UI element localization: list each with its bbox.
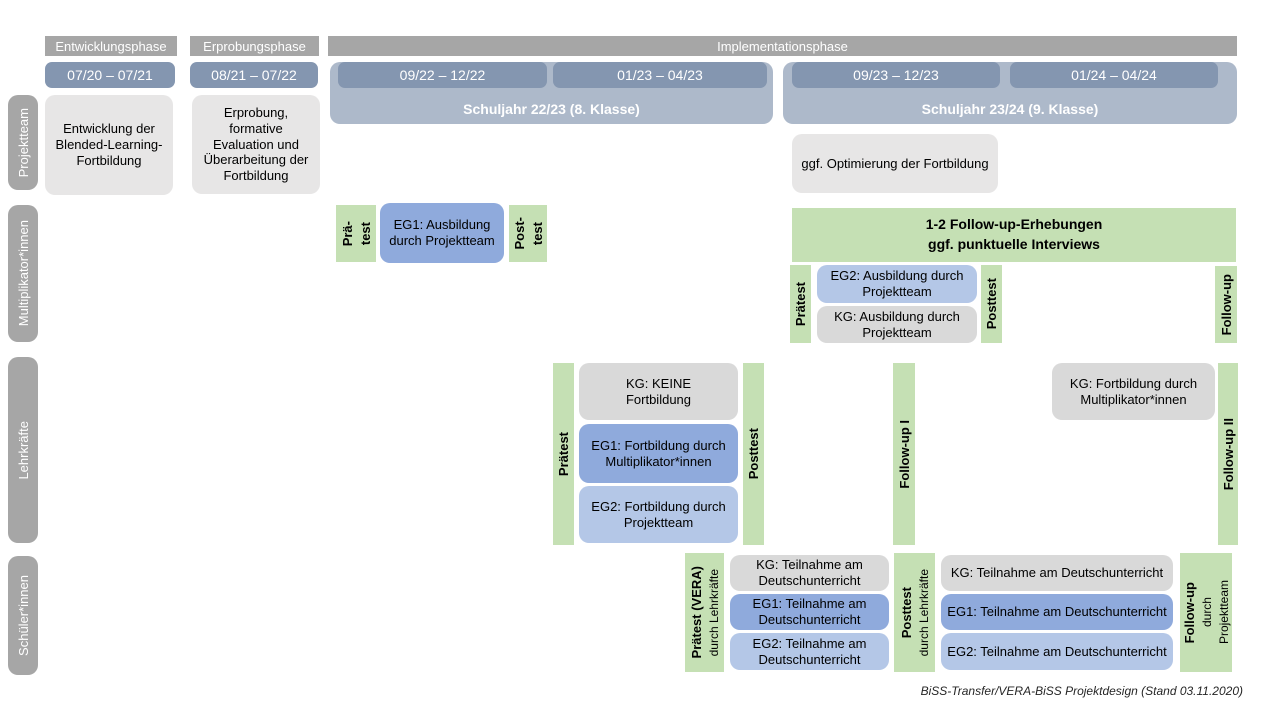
bar-text: Follow-up [1181,581,1197,644]
bar-subtext: durch Lehrkräfte [706,568,721,657]
bar-praetest-multiplikatoren-1: Prä- test [336,205,376,262]
bar-posttest-schueler: Posttest durch Lehrkräfte [894,553,935,672]
date-range-0821-0722: 08/21 – 07/22 [190,62,318,88]
phase-label: Erprobungsphase [203,38,306,54]
date-range-0922-1222: 09/22 – 12/22 [338,62,547,88]
box-kg-teilnahme-deutschunterricht-2: KG: Teilnahme am Deutschunterricht [941,555,1173,591]
bar-subtext: Projektteam [1216,580,1231,645]
box-eg1-fortbildung-multiplikatoren: EG1: Fortbildung durch Multiplikator*inn… [579,424,738,483]
bar-text: Post- [511,217,527,250]
bar-followup1-lehrkraefte: Follow-up I [893,363,915,545]
bar-followup2-lehrkraefte: Follow-up II [1218,363,1238,545]
bar-posttest-lehrkraefte: Posttest [743,363,764,545]
phase-header-entwicklung: Entwicklungsphase [45,36,177,56]
banner-line: 1-2 Follow-up-Erhebungen [925,216,1103,233]
bar-text: test [529,221,545,246]
box-erprobung-evaluation: Erprobung, formative Evaluation und Über… [192,95,320,194]
school-year-label: Schuljahr 22/23 (8. Klasse) [463,101,640,117]
bar-text: Posttest [898,586,914,639]
bar-text: Prä- [339,220,355,247]
phase-header-implementation: Implementationsphase [328,36,1237,56]
box-kg-keine-fortbildung: KG: KEINE Fortbildung [579,363,738,420]
bar-text: Posttest [984,278,999,330]
box-eg1-teilnahme-deutschunterricht-1: EG1: Teilnahme am Deutschunterricht [730,594,889,630]
row-label-text: Projektteam [15,107,31,178]
bar-followup-schueler: Follow-up durch Projektteam [1180,553,1232,672]
bar-praetest-multiplikatoren-2: Prätest [790,265,811,343]
bar-praetest-lehrkraefte: Prätest [553,363,574,545]
date-range-0124-0424: 01/24 – 04/24 [1010,62,1218,88]
box-entwicklung-fortbildung: Entwicklung der Blended-Learning-Fortbil… [45,95,173,195]
bar-posttest-multiplikatoren-2: Posttest [981,265,1002,343]
diagram-caption: BiSS-Transfer/VERA-BiSS Projektdesign (S… [920,684,1243,698]
phase-label: Entwicklungsphase [55,38,167,54]
box-eg2-fortbildung-projektteam: EG2: Fortbildung durch Projektteam [579,486,738,543]
row-label-text: Multiplikator*innen [15,220,31,327]
bar-followup-multiplikatoren: Follow-up [1215,266,1237,343]
box-kg-fortbildung-multiplikatoren: KG: Fortbildung durch Multiplikator*inne… [1052,363,1215,420]
phase-label: Implementationsphase [717,38,848,54]
box-kg-teilnahme-deutschunterricht-1: KG: Teilnahme am Deutschunterricht [730,555,889,591]
bar-text: Follow-up I [896,419,912,489]
bar-text: Posttest [746,428,761,480]
row-label-text: Lehrkräfte [15,420,31,480]
bar-posttest-multiplikatoren-1: Post- test [509,205,547,262]
school-year-label: Schuljahr 23/24 (9. Klasse) [921,101,1099,117]
bar-text: test [357,221,373,246]
row-label-multiplikatorinnen: Multiplikator*innen [8,205,38,342]
banner-followup-erhebungen: 1-2 Follow-up-Erhebungen ggf. punktuelle… [792,208,1236,262]
date-range-0720-0721: 07/20 – 07/21 [45,62,175,88]
bar-subtext: durch [1199,597,1214,628]
row-label-text: Schüler*innen [15,575,31,656]
date-range-0123-0423: 01/23 – 04/23 [553,62,767,88]
row-label-lehrkraefte: Lehrkräfte [8,357,38,543]
bar-text: Follow-up [1218,273,1234,336]
banner-line: ggf. punktuelle Interviews [928,236,1100,252]
bar-subtext: durch Lehrkräfte [916,568,931,657]
bar-praetest-vera-schueler: Prätest (VERA) durch Lehrkräfte [685,553,724,672]
bar-text: Prätest [556,431,571,477]
box-eg2-ausbildung-projektteam: EG2: Ausbildung durch Projektteam [817,265,977,303]
phase-header-erprobung: Erprobungsphase [190,36,319,56]
row-label-schuelerinnen: Schüler*innen [8,556,38,675]
bar-text: Prätest (VERA) [688,566,704,659]
row-label-projektteam: Projektteam [8,95,38,190]
box-eg2-teilnahme-deutschunterricht-1: EG2: Teilnahme am Deutschunterricht [730,633,889,670]
box-optimierung-fortbildung: ggf. Optimierung der Fortbildung [792,134,998,193]
date-range-0923-1223: 09/23 – 12/23 [792,62,1000,88]
bar-text: Prätest [793,281,808,327]
box-kg-ausbildung-projektteam: KG: Ausbildung durch Projektteam [817,306,977,343]
box-eg1-ausbildung-projektteam: EG1: Ausbildung durch Projektteam [380,203,504,263]
bar-text: Follow-up II [1220,417,1236,491]
box-eg1-teilnahme-deutschunterricht-2: EG1: Teilnahme am Deutschunterricht [941,594,1173,630]
box-eg2-teilnahme-deutschunterricht-2: EG2: Teilnahme am Deutschunterricht [941,633,1173,670]
